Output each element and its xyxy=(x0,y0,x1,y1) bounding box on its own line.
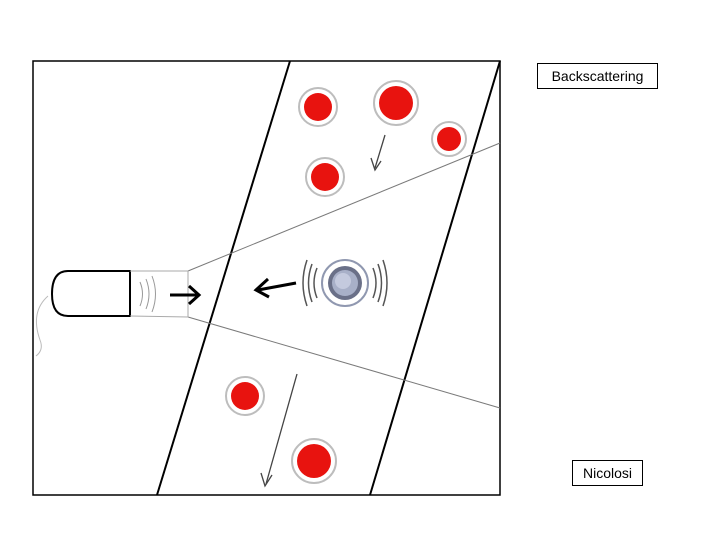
red-blood-cell xyxy=(291,438,337,484)
scattering-cell xyxy=(302,259,388,307)
beam-edge-upper xyxy=(187,142,501,272)
right-arrow-icon xyxy=(170,284,202,306)
beam-edge-lower xyxy=(187,316,501,409)
red-blood-cell xyxy=(298,87,338,127)
author-label: Nicolosi xyxy=(572,460,643,486)
flow-arrow-upper xyxy=(370,134,386,172)
red-blood-cell xyxy=(373,80,419,126)
red-blood-cell xyxy=(305,157,345,197)
vessel-wall-left xyxy=(156,60,291,496)
diagram-frame xyxy=(32,60,501,496)
vessel-wall-right xyxy=(369,60,501,496)
red-blood-cell xyxy=(225,376,265,416)
flow-arrow-lower xyxy=(260,373,298,488)
backscattering-label: Backscattering xyxy=(537,63,658,89)
red-blood-cell xyxy=(431,121,467,157)
left-arrow-icon xyxy=(253,277,297,299)
ultrasound-transducer-icon xyxy=(35,270,189,357)
